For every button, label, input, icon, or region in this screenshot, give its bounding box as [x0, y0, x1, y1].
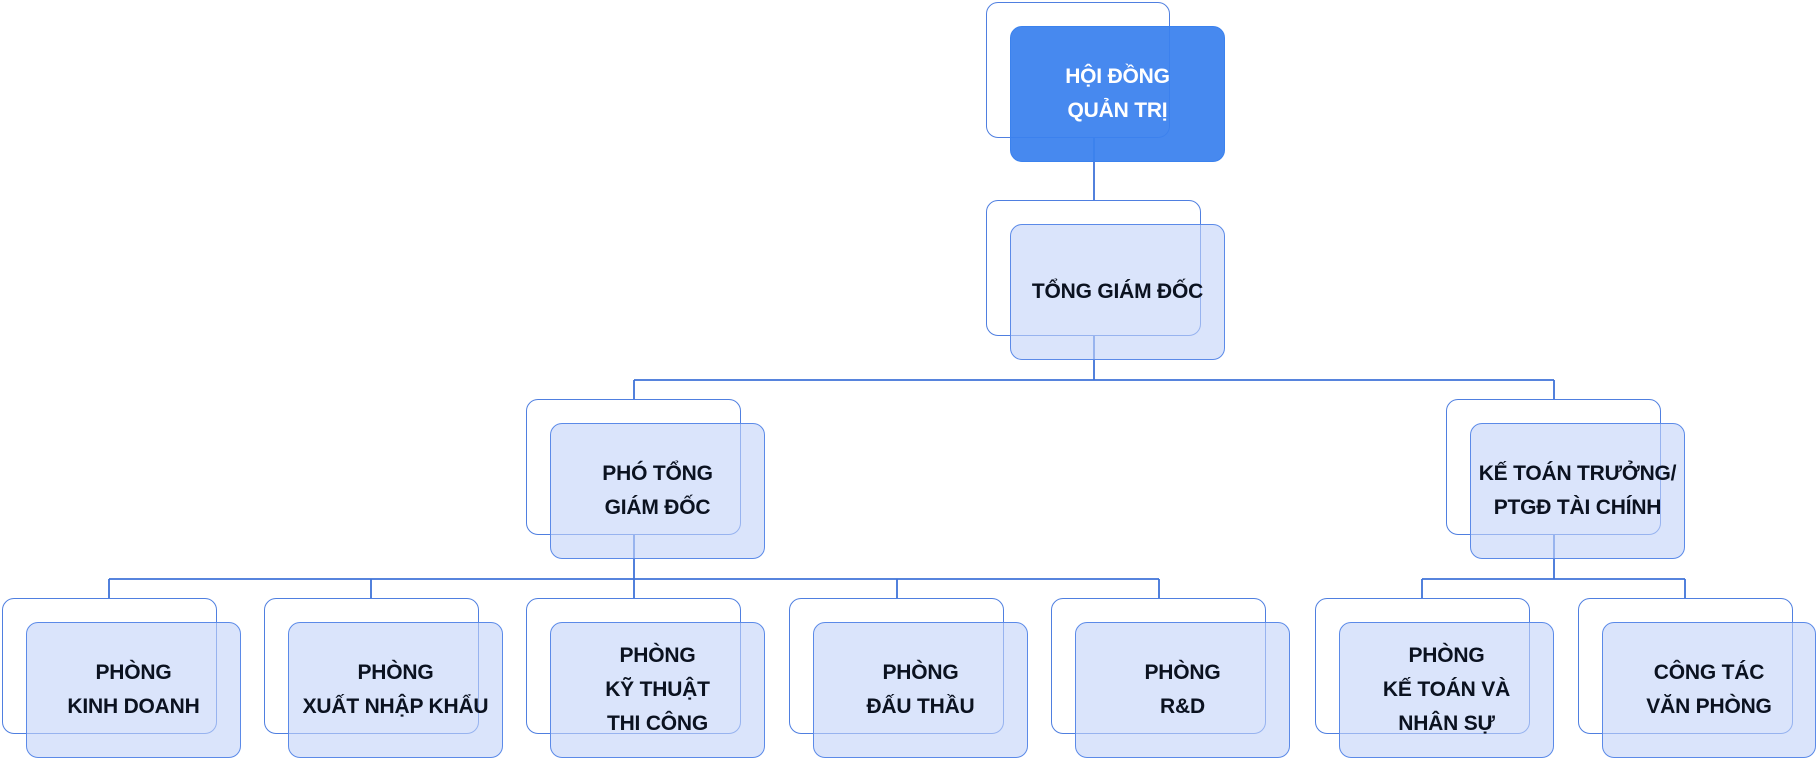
- node-label-line: PTGĐ TÀI CHÍNH: [1493, 496, 1662, 519]
- node-label-line: NHÂN SỰ: [1398, 712, 1495, 735]
- node-label-line: KỸ THUẬT: [605, 678, 710, 701]
- node-label-line: KẾ TOÁN TRƯỞNG/: [1478, 462, 1677, 485]
- node-box: KẾ TOÁN TRƯỞNG/ PTGĐ TÀI CHÍNH: [1470, 423, 1685, 559]
- node-label-line: XUẤT NHẬP KHẨU: [302, 695, 489, 718]
- node-box: CÔNG TÁC VĂN PHÒNG: [1602, 622, 1816, 758]
- node-label-line: PHÒNG: [95, 661, 172, 684]
- node-label-line: VĂN PHÒNG: [1646, 695, 1772, 718]
- node-box: HỘI ĐỒNG QUẢN TRỊ: [1010, 26, 1225, 162]
- node-box: PHÒNG R&D: [1075, 622, 1290, 758]
- node-box: TỔNG GIÁM ĐỐC: [1010, 224, 1225, 360]
- node-label-line: ĐẤU THẦU: [866, 695, 975, 718]
- node-box: PHÓ TỔNG GIÁM ĐỐC: [550, 423, 765, 559]
- node-label-line: PHÒNG: [1144, 661, 1221, 684]
- node-label-line: QUẢN TRỊ: [1067, 99, 1168, 122]
- node-label-line: PHÓ TỔNG: [602, 462, 713, 485]
- node-label-line: KINH DOANH: [67, 695, 200, 718]
- node-label-line: PHÒNG: [357, 661, 434, 684]
- node-label-line: PHÒNG: [882, 661, 959, 684]
- node-label-line: R&D: [1160, 695, 1205, 718]
- node-box: PHÒNG ĐẤU THẦU: [813, 622, 1028, 758]
- node-label-line: GIÁM ĐỐC: [604, 496, 711, 519]
- node-label-line: HỘI ĐỒNG: [1065, 65, 1170, 88]
- node-label-line: PHÒNG: [619, 644, 696, 667]
- node-label-line: KẾ TOÁN VÀ: [1382, 678, 1511, 701]
- node-label-line: CÔNG TÁC: [1653, 661, 1765, 684]
- node-box: PHÒNG XUẤT NHẬP KHẨU: [288, 622, 503, 758]
- node-box: PHÒNG KINH DOANH: [26, 622, 241, 758]
- node-box: PHÒNG KẾ TOÁN VÀ NHÂN SỰ: [1339, 622, 1554, 758]
- node-box: PHÒNG KỸ THUẬT THI CÔNG: [550, 622, 765, 758]
- node-label-line: PHÒNG: [1408, 644, 1485, 667]
- node-label-line: TỔNG GIÁM ĐỐC: [1031, 280, 1204, 303]
- node-label-line: THI CÔNG: [606, 712, 709, 735]
